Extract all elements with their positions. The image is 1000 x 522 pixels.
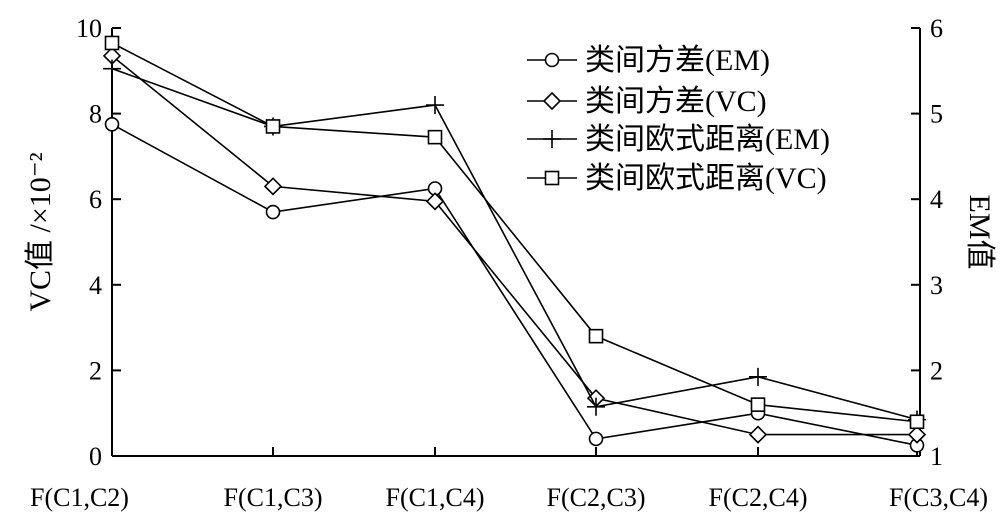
series-line [111, 123, 918, 447]
legend-marker [543, 130, 561, 148]
data-point [425, 192, 445, 211]
x-tick-label: F(C1,C2) [30, 483, 129, 512]
y-left-tick-label: 8 [89, 100, 102, 129]
data-point [750, 397, 766, 412]
y-right-tick-label: 1 [930, 442, 943, 471]
series-line [111, 42, 918, 423]
y-right-tick-label: 2 [930, 356, 943, 385]
data-point [265, 119, 281, 134]
y-left-tick-label: 6 [89, 185, 102, 214]
legend-marker [542, 91, 562, 111]
series-1 [104, 117, 925, 453]
y-right-tick-label: 5 [930, 100, 943, 129]
y-right-tick-label: 4 [930, 185, 943, 214]
x-tick-label: F(C3,C4) [889, 483, 988, 512]
x-tick-label: F(C2,C3) [547, 483, 646, 512]
data-point [265, 204, 281, 220]
y-right-tick-label: 6 [930, 14, 943, 43]
data-point [263, 177, 283, 196]
legend-label: 类间方差(VC) [585, 85, 767, 118]
y-left-tick-label: 0 [89, 442, 102, 471]
legend-item: 类间欧式距离(EM) [527, 123, 830, 156]
legend-label: 类间欧式距离(VC) [585, 162, 827, 195]
x-tick-label: F(C2,C4) [709, 483, 808, 512]
data-point [748, 425, 768, 444]
y-left-tick-label: 4 [89, 271, 102, 300]
legend-marker [544, 52, 560, 68]
series-line [111, 55, 917, 436]
y-left-tick-label: 10 [76, 14, 102, 43]
legend-marker [544, 170, 560, 186]
legend-label: 类间欧式距离(EM) [585, 123, 830, 156]
data-point [104, 35, 120, 51]
ticks: 0246810123456F(C1,C2)F(C1,C3)F(C1,C4)F(C… [30, 14, 988, 512]
data-point [587, 397, 605, 416]
series-line [111, 67, 918, 421]
legend: 类间方差(EM) 类间方差(VC) 类间欧式距离(EM) 类间欧式距离(VC) [527, 44, 830, 195]
legend-item: 类间欧式距离(VC) [527, 162, 827, 195]
y-right-tick-label: 3 [930, 271, 943, 300]
series-3 [103, 59, 926, 429]
series-4 [104, 35, 925, 430]
legend-item: 类间方差(VC) [527, 85, 767, 118]
series-2 [102, 46, 927, 444]
data-point [909, 414, 925, 430]
axes [111, 28, 921, 457]
legend-item: 类间方差(EM) [527, 44, 770, 77]
y-axis-right-title: EM值 [963, 195, 996, 270]
legend-label: 类间方差(EM) [585, 44, 770, 77]
data-point [104, 117, 120, 132]
x-tick-label: F(C1,C3) [224, 483, 323, 512]
y-axis-left-title: VC值 /×10⁻² [24, 152, 57, 311]
data-point [588, 328, 604, 344]
data-point [427, 129, 443, 145]
data-point [588, 431, 604, 447]
data-point [103, 59, 121, 78]
data-point [749, 367, 767, 386]
series-layer [102, 35, 927, 453]
data-point [907, 425, 927, 444]
y-left-tick-label: 2 [89, 356, 102, 385]
data-point [426, 96, 444, 115]
x-tick-label: F(C1,C4) [386, 483, 485, 512]
